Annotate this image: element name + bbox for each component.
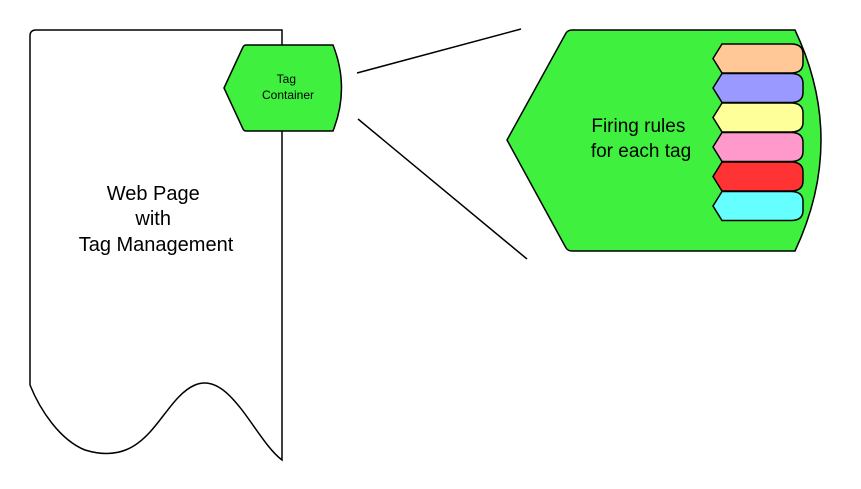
tag-container-shape <box>223 44 343 132</box>
tag-cyan <box>712 190 804 222</box>
firing-rules-label: Firing rules for each tag <box>591 116 691 162</box>
web-page-label-line-3: Tag Management <box>79 234 234 256</box>
web-page-shape <box>29 29 283 462</box>
tag-container-label-line-1: Tag <box>277 72 296 86</box>
tag-pink <box>712 131 804 163</box>
tag-container-label-line-2: Container <box>262 88 314 102</box>
tag-orange <box>712 43 804 74</box>
tag-blue <box>712 72 804 104</box>
web-page-label-line-2: with <box>134 208 171 230</box>
firing-rules-label-line-1: Firing rules <box>591 116 685 137</box>
tag-container-label: Tag Container <box>262 72 314 102</box>
tag-red <box>712 161 804 192</box>
zoom-line-top <box>356 28 522 74</box>
firing-rules-label-line-2: for each tag <box>591 141 691 162</box>
web-page-label: Web Page with Tag Management <box>79 183 234 256</box>
zoom-line-bottom <box>357 118 528 260</box>
tag-stack <box>712 43 804 222</box>
web-page-label-line-1: Web Page <box>107 183 200 205</box>
tag-yellow <box>712 102 804 133</box>
